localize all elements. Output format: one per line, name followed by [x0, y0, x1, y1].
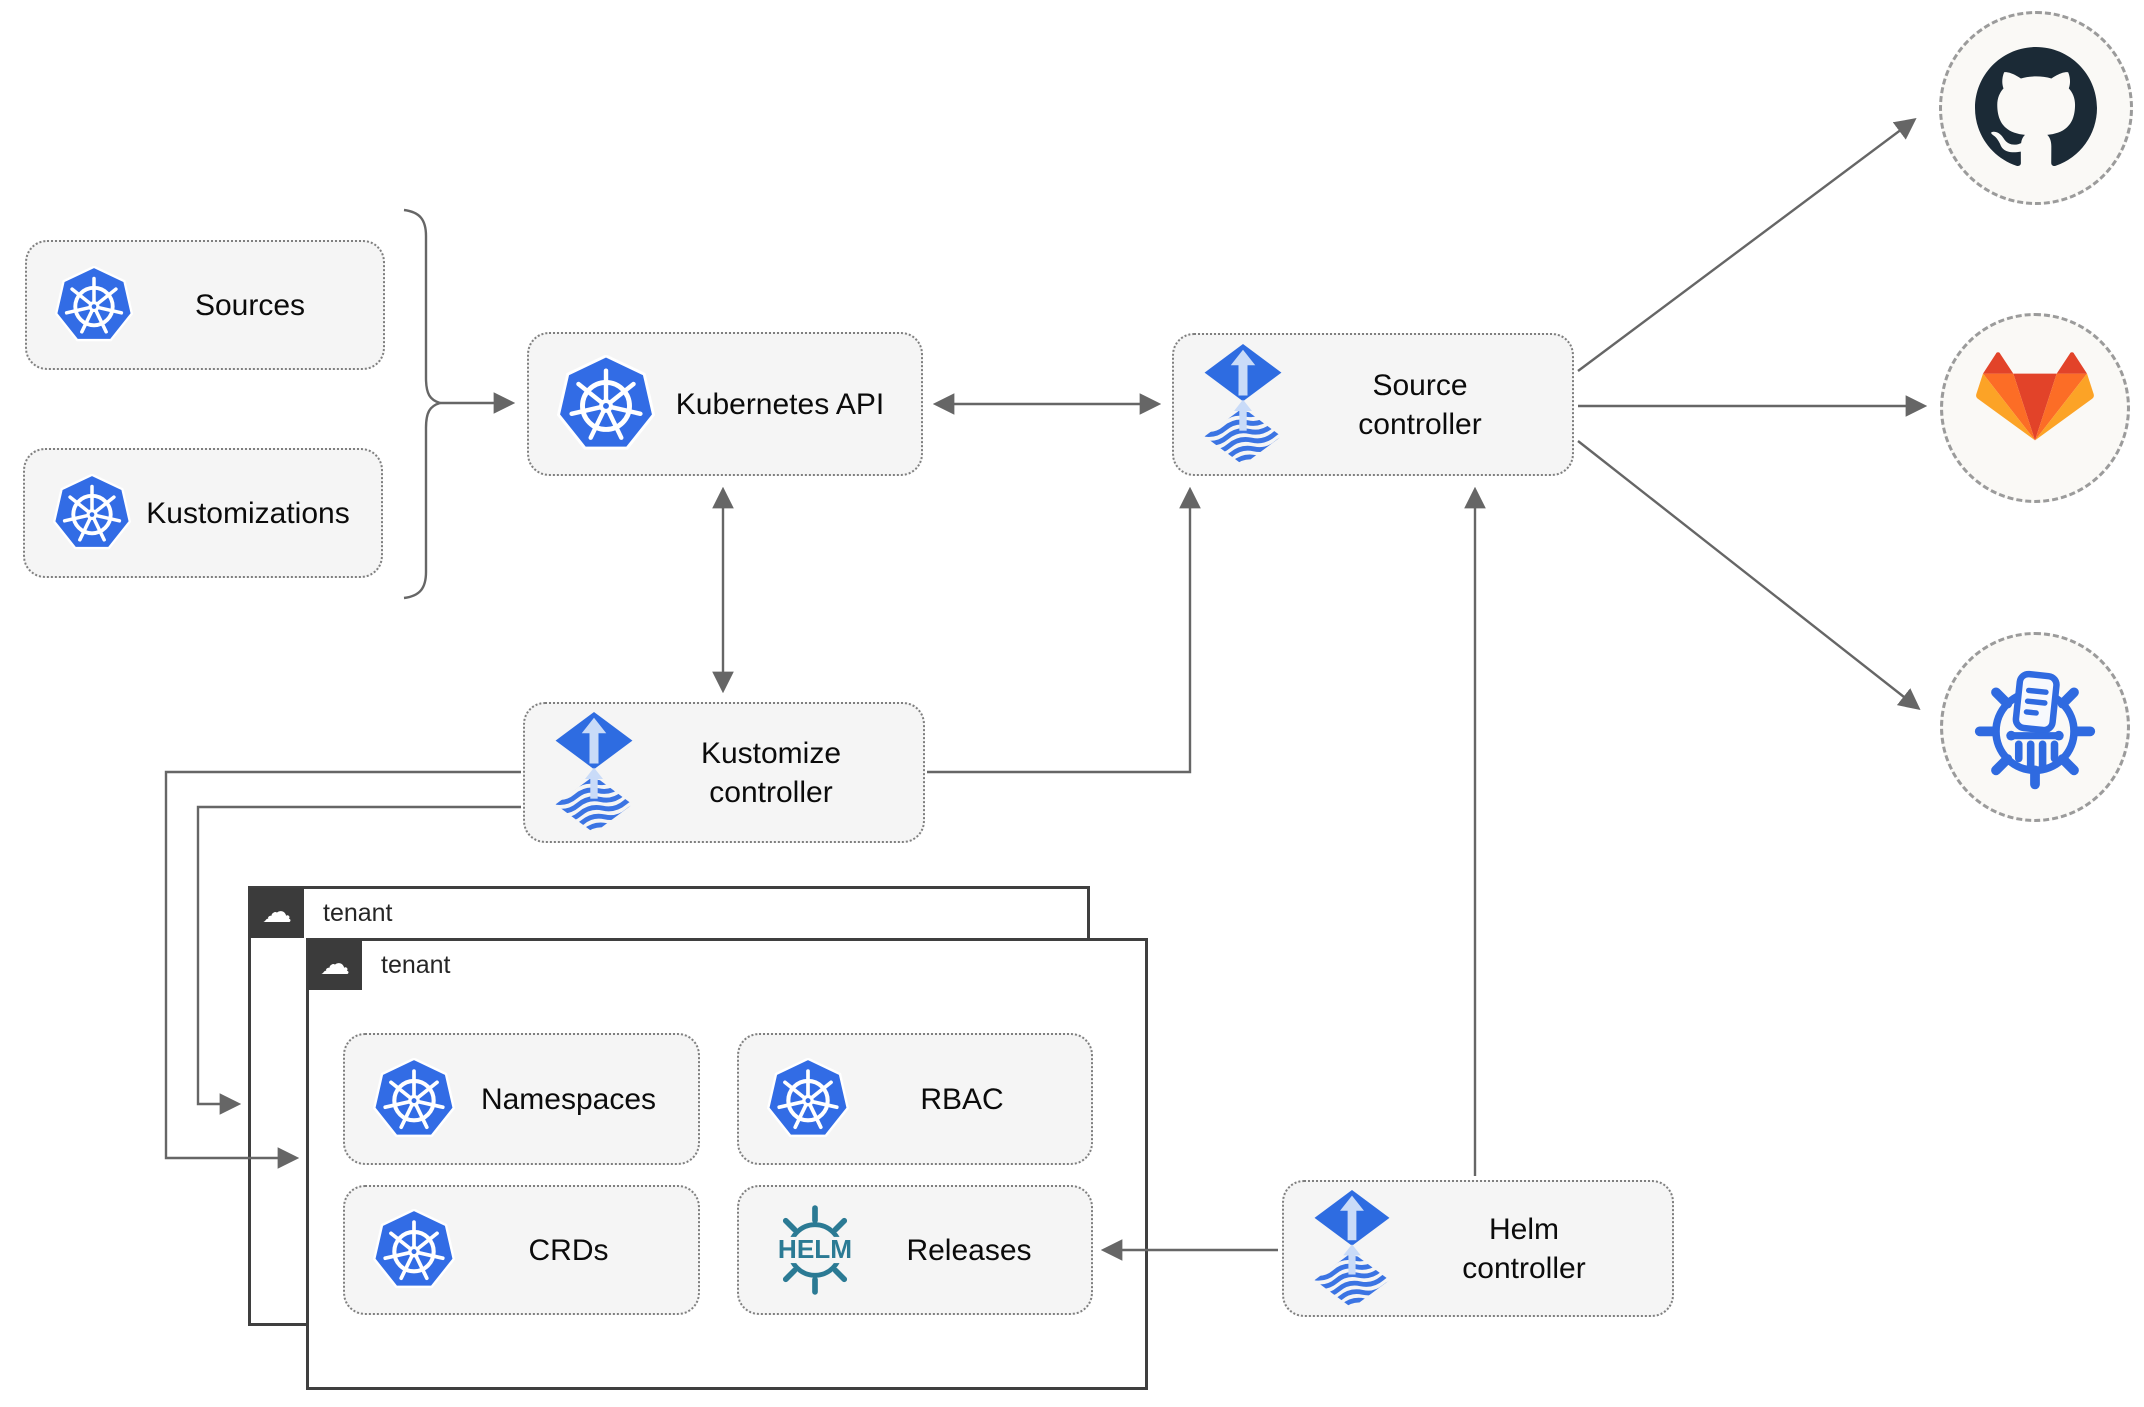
- cloud-icon: ☁: [320, 948, 350, 981]
- node-label: Kubernetes API: [675, 387, 885, 421]
- tenant-header: ☁: [308, 940, 362, 990]
- edge-source-controller-to-github: [1577, 118, 1917, 372]
- node-label: Source controller: [1358, 368, 1482, 441]
- node-rbac: RBAC: [737, 1033, 1093, 1165]
- node-label: Sources: [194, 288, 306, 322]
- cloud-icon: ☁: [262, 896, 292, 929]
- brace-sources-group: [403, 208, 445, 600]
- flux-icon: [553, 712, 635, 833]
- kubernetes-icon: [767, 1058, 849, 1140]
- tenant-header: ☁: [250, 888, 304, 938]
- helm-logo-text: HELM: [778, 1234, 852, 1264]
- tenant-label: tenant: [381, 951, 451, 979]
- node-source-controller: Source controller: [1172, 333, 1574, 476]
- flux-icon: [1202, 344, 1284, 465]
- tenant-label: tenant: [323, 899, 393, 927]
- endpoint-github: [1939, 11, 2133, 205]
- node-helm-controller: Helm controller: [1282, 1180, 1674, 1317]
- node-label: Releases: [906, 1233, 1032, 1267]
- node-kubernetes-api: Kubernetes API: [527, 332, 923, 476]
- kubernetes-icon: [55, 266, 133, 344]
- node-label: RBAC: [920, 1082, 1004, 1116]
- node-label: Kustomizations: [146, 496, 350, 530]
- kubernetes-icon: [557, 355, 655, 453]
- node-crds: CRDs: [343, 1185, 700, 1315]
- endpoint-gitlab: [1940, 313, 2130, 503]
- kubernetes-icon: [373, 1209, 455, 1291]
- github-icon: [1975, 47, 2097, 169]
- edge-source-controller-to-registry: [1577, 440, 1921, 711]
- node-kustomize-controller: Kustomize controller: [523, 702, 925, 843]
- node-label: Kustomize controller: [700, 736, 842, 809]
- node-label: Namespaces: [480, 1082, 657, 1116]
- node-sources: Sources: [25, 240, 385, 370]
- helm-icon: HELM: [767, 1202, 863, 1298]
- node-releases: HELM Releases: [737, 1185, 1093, 1315]
- node-namespaces: Namespaces: [343, 1033, 700, 1165]
- node-label: Helm controller: [1462, 1212, 1586, 1285]
- harbor-registry-icon: [1970, 662, 2100, 792]
- edge-kustomize-controller-to-source-controller: [927, 486, 1201, 774]
- node-kustomizations: Kustomizations: [23, 448, 383, 578]
- endpoint-registry: [1940, 632, 2130, 822]
- node-label: CRDs: [528, 1233, 609, 1267]
- gitlab-icon: [1975, 351, 2095, 466]
- flux-icon: [1312, 1190, 1392, 1308]
- kubernetes-icon: [373, 1058, 455, 1140]
- kubernetes-icon: [53, 474, 131, 552]
